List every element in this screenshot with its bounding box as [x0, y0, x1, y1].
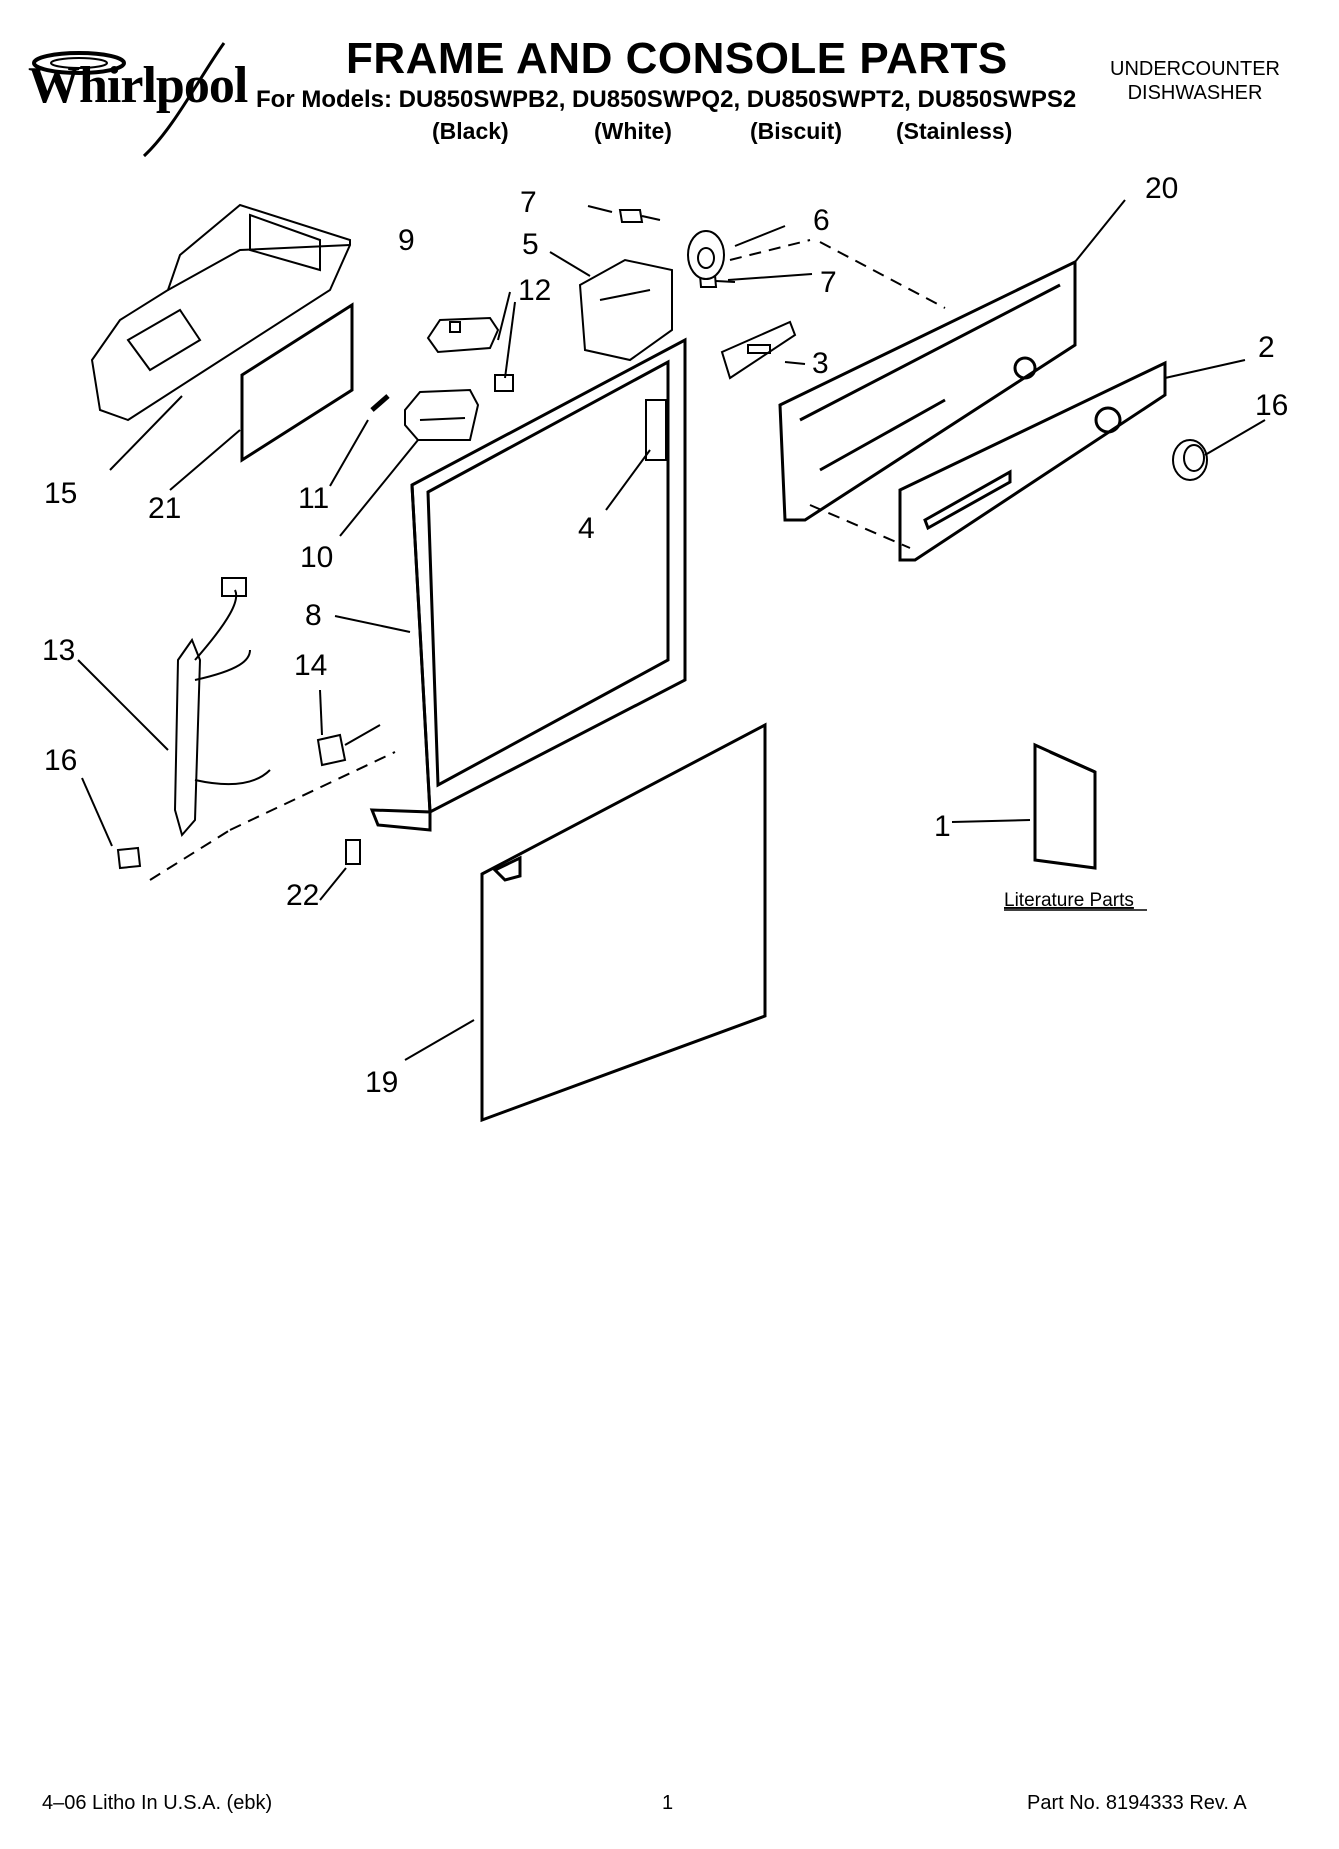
part-14-sensor	[316, 724, 381, 767]
callout-13: 13	[42, 634, 75, 667]
callout-20: 20	[1145, 172, 1178, 205]
product-type-line1: UNDERCOUNTER	[1110, 58, 1280, 80]
variant-black: (Black)	[432, 118, 509, 144]
callout-numbers: 7 6 5 9 12 7 20 2 16 3 15 21 11 10 4 8 1…	[42, 172, 1288, 1099]
callout-16: 15	[44, 477, 77, 510]
part-15-screw	[116, 846, 142, 870]
part-19-kick-panel	[480, 722, 767, 1123]
part-13-wire-harness	[173, 577, 271, 838]
part-16-vent-housing	[90, 203, 351, 422]
part-5-switch-module	[578, 258, 673, 362]
callout-7a: 7	[520, 186, 537, 219]
callout-10: 10	[300, 541, 333, 574]
callout-12: 11	[298, 482, 329, 515]
callout-8: 8	[305, 599, 322, 632]
variant-white: (White)	[594, 118, 672, 144]
callout-15: 16	[44, 744, 77, 777]
page-title: FRAME AND CONSOLE PARTS	[346, 34, 1008, 83]
part-2-overlay	[898, 360, 1167, 562]
footer-print-info: 4–06 Litho In U.S.A. (ebk)	[42, 1792, 273, 1814]
part-20-console	[778, 259, 1077, 522]
callout-17: 16	[1255, 389, 1288, 422]
callout-2: 2	[1258, 331, 1275, 364]
callout-1: 1	[934, 810, 951, 843]
part-8-frame	[369, 337, 687, 832]
part-21-insulation	[240, 302, 354, 463]
part-10-holder	[404, 388, 480, 441]
product-type-line2: DISHWASHER	[1127, 82, 1263, 104]
footer-part-number: Part No. 8194333 Rev. A	[1027, 1792, 1247, 1814]
part-22-clip	[345, 839, 361, 865]
whirlpool-swirl-logo	[32, 42, 226, 158]
callout-21: 21	[148, 492, 181, 525]
part-11-switch	[494, 374, 514, 392]
callout-7b: 7	[820, 266, 837, 299]
part-1-literature	[1033, 742, 1097, 870]
callout-11: 12	[518, 274, 551, 307]
part-6-selector	[687, 230, 725, 280]
literature-parts-label: Literature Parts	[1004, 890, 1134, 911]
part-3-switch-assembly	[720, 320, 797, 380]
callout-22: 22	[286, 879, 319, 912]
callout-9: 9	[398, 224, 415, 257]
callout-6: 6	[813, 204, 830, 237]
assembly-dash-lines	[149, 239, 946, 881]
callout-4: 4	[578, 512, 595, 545]
callout-19: 19	[365, 1066, 398, 1099]
variant-biscuit: (Biscuit)	[750, 118, 842, 144]
callout-3: 3	[812, 347, 829, 380]
callout-14: 14	[294, 649, 327, 682]
part-9-bracket	[426, 316, 500, 354]
part-4-latch	[645, 399, 667, 461]
variant-stainless: (Stainless)	[896, 118, 1013, 144]
models-line: For Models: DU850SWPB2, DU850SWPQ2, DU85…	[256, 86, 1077, 113]
part-7-screw-top	[618, 209, 661, 223]
part-12-strip	[370, 394, 390, 412]
callout-5: 5	[522, 228, 539, 261]
leader-lines	[77, 199, 1266, 1061]
part-17-knob	[1172, 439, 1208, 481]
brand-logo-text: Whirlpool	[28, 57, 248, 114]
footer-page-number: 1	[662, 1792, 674, 1814]
